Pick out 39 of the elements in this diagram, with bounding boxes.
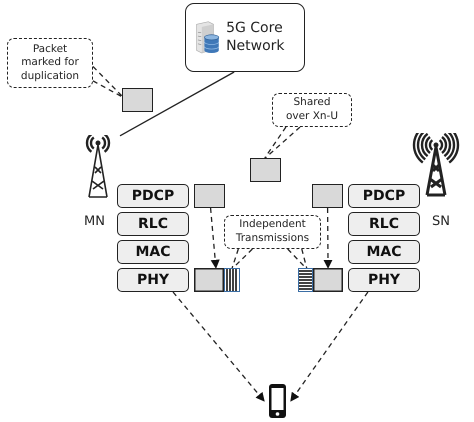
layer-label: PDCP (132, 188, 174, 204)
packet-box (312, 184, 343, 208)
layer-label: RLC (138, 216, 168, 232)
callout-bubble (7, 38, 93, 88)
layer-label: RLC (369, 216, 399, 232)
layer-label: PHY (136, 272, 170, 288)
layer-box (348, 184, 420, 208)
packet-box (122, 88, 153, 112)
arrow (290, 292, 368, 402)
core-network-box (185, 3, 305, 72)
arrow (210, 208, 220, 269)
node-label: SN (432, 214, 450, 229)
layer-box (117, 212, 189, 236)
callout-text: Shared over Xn-U (284, 96, 340, 124)
layer-box (117, 240, 189, 264)
layer-box (348, 240, 420, 264)
callout-pointer (231, 248, 254, 269)
callout-bubble (224, 215, 321, 249)
connector-line (120, 71, 234, 136)
callout-bubble (272, 93, 352, 127)
callout-pointer (92, 66, 123, 98)
layer-label: PDCP (362, 188, 406, 204)
callout-pointer (287, 248, 308, 269)
layer-label: MAC (135, 244, 171, 260)
arrow (323, 208, 333, 269)
packet-box (250, 158, 281, 182)
node-label: MN (84, 214, 105, 229)
callout-pointer (264, 126, 301, 159)
layer-box (117, 268, 189, 292)
node-label: 5G Core Network (226, 20, 286, 55)
layer-label: PHY (368, 272, 400, 288)
callout-text: Packet marked for duplication (20, 42, 80, 84)
arrow (172, 292, 265, 402)
packet-box (194, 184, 225, 208)
layer-label: MAC (366, 244, 402, 260)
layer-box (117, 184, 189, 208)
callout-text: Independent Transmissions (234, 218, 310, 246)
layer-box (348, 212, 420, 236)
layer-box (348, 268, 420, 292)
